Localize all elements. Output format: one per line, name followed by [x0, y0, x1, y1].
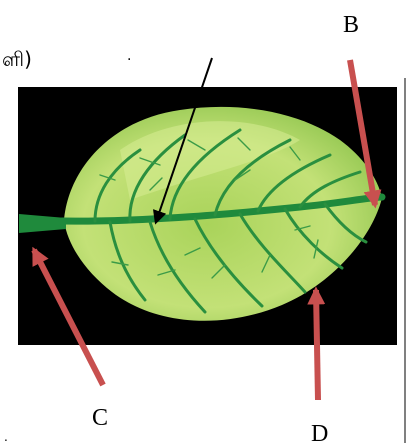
- leaf-stalk: [19, 214, 66, 233]
- arrow-b: [347, 59, 382, 209]
- left-text-fragment: ளி): [2, 47, 32, 71]
- dot-fragment: .: [127, 48, 131, 64]
- midrib: [58, 193, 386, 225]
- arrow-c: [31, 246, 106, 387]
- lower-veins: [108, 202, 368, 314]
- label-c: C: [92, 405, 108, 431]
- label-b: B: [343, 12, 359, 38]
- arrow-d: [307, 286, 326, 401]
- vein-pointer-arrow: [152, 57, 213, 225]
- veinlets: [99, 137, 319, 279]
- leaf: [19, 106, 386, 321]
- label-d: D: [311, 421, 328, 443]
- leaf-highlight: [120, 121, 300, 200]
- bottom-text-fragment: .: [4, 430, 8, 443]
- upper-veins: [93, 128, 362, 223]
